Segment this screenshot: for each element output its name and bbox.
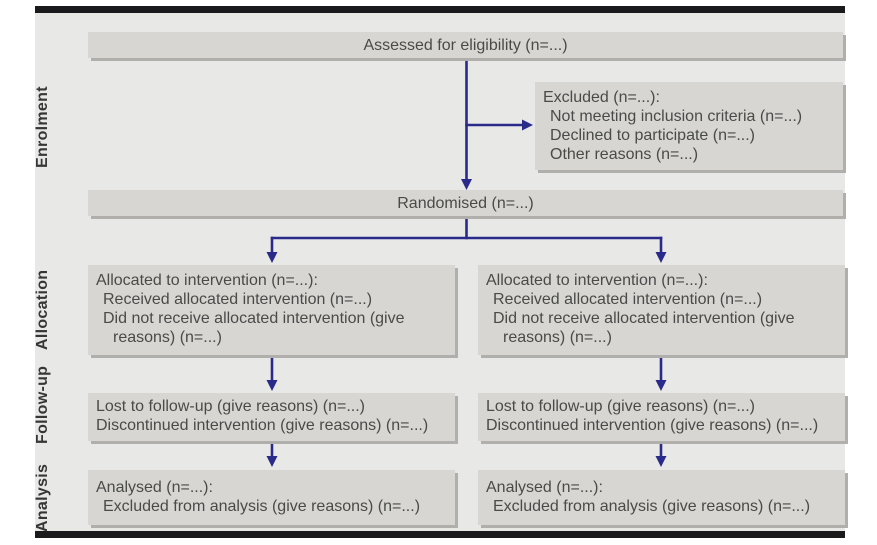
followup-line: Discontinued intervention (give reasons)… <box>486 417 819 434</box>
analysis-item: Excluded from analysis (give reasons) (n… <box>103 498 421 515</box>
analysis-title: Analysed (n=...): <box>486 479 603 496</box>
allocation-title: Allocated to intervention (n=...): <box>486 272 708 289</box>
stage-label-followup: Follow-up <box>34 365 51 445</box>
followup-line: Lost to follow-up (give reasons) (n=...) <box>486 398 756 415</box>
excluded-item: Declined to participate (n=...) <box>550 127 755 144</box>
allocation-item: Did not receive allocated intervention (… <box>103 310 405 346</box>
stage-label-enrolment: Enrolment <box>34 86 51 169</box>
analysis-title: Analysed (n=...): <box>96 479 213 496</box>
allocation-item: Received allocated intervention (n=...) <box>103 291 373 308</box>
assessed-text: Assessed for eligibility (n=...) <box>363 36 568 54</box>
randomised-text: Randomised (n=...) <box>397 194 534 212</box>
followup-line: Discontinued intervention (give reasons)… <box>96 417 429 434</box>
followup-box-right: Lost to follow-up (give reasons) (n=...)… <box>478 393 845 441</box>
top-rule <box>35 6 845 13</box>
allocation-item: Received allocated intervention (n=...) <box>493 291 763 308</box>
randomised-box: Randomised (n=...) <box>88 190 843 216</box>
excluded-item: Other reasons (n=...) <box>550 146 699 163</box>
stage-label-allocation: Allocation <box>34 269 51 351</box>
excluded-box: Excluded (n=...): Not meeting inclusion … <box>535 82 843 170</box>
stage-label-analysis: Analysis <box>34 463 51 533</box>
analysis-item: Excluded from analysis (give reasons) (n… <box>493 498 811 515</box>
followup-line: Lost to follow-up (give reasons) (n=...) <box>96 398 366 415</box>
analysis-box-right: Analysed (n=...): Excluded from analysis… <box>478 470 845 525</box>
assessed-box: Assessed for eligibility (n=...) <box>88 32 843 58</box>
analysis-box-left: Analysed (n=...): Excluded from analysis… <box>88 470 455 525</box>
bottom-rule <box>35 531 845 538</box>
allocation-item: Did not receive allocated intervention (… <box>493 310 795 346</box>
followup-box-left: Lost to follow-up (give reasons) (n=...)… <box>88 393 455 441</box>
allocation-title: Allocated to intervention (n=...): <box>96 272 318 289</box>
excluded-item: Not meeting inclusion criteria (n=...) <box>550 108 803 125</box>
allocation-box-left: Allocated to intervention (n=...): Recei… <box>88 265 455 355</box>
excluded-title: Excluded (n=...): <box>543 89 660 106</box>
allocation-box-right: Allocated to intervention (n=...): Recei… <box>478 265 845 355</box>
